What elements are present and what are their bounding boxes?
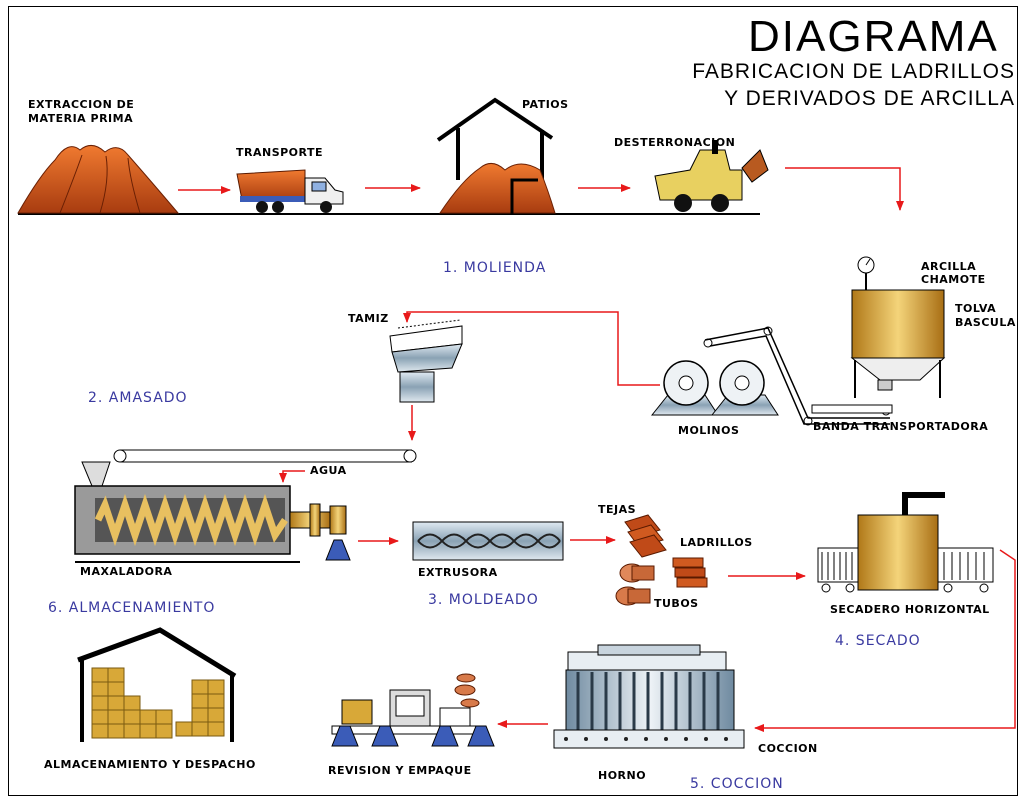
label-tamiz: TAMIZ	[348, 312, 389, 325]
label-tubos: TUBOS	[654, 597, 699, 610]
label-patios: PATIOS	[522, 98, 569, 111]
label-horno: HORNO	[598, 769, 647, 782]
label-banda-transportadora: BANDA TRANSPORTADORA	[813, 420, 989, 433]
diagram-subtitle-line1: FABRICACION DE LADRILLOS	[692, 60, 1015, 83]
revision-empaque-icon	[331, 673, 495, 747]
label-tolva: TOLVA	[955, 302, 997, 315]
stage-almacenamiento: 6. ALMACENAMIENTO	[48, 600, 216, 616]
label-extraccion-line1: EXTRACCION DE	[28, 98, 135, 111]
label-transporte: TRANSPORTE	[236, 146, 324, 159]
diagram-border	[8, 6, 1018, 796]
label-extrusora: EXTRUSORA	[418, 566, 498, 579]
patios-shed-icon	[436, 97, 556, 214]
front-loader-icon	[654, 140, 769, 212]
label-chamote: CHAMOTE	[921, 273, 986, 286]
stage-amasado: 2. AMASADO	[88, 390, 188, 406]
label-desterronacion: DESTERRONACION	[614, 136, 736, 149]
conveyor-belt-icon	[703, 326, 893, 426]
stage-coccion: 5. COCCION	[690, 776, 784, 792]
horno-icon	[553, 644, 745, 749]
label-molinos: MOLINOS	[678, 424, 740, 437]
tamiz-icon	[389, 319, 463, 403]
label-ladrillos: LADRILLOS	[680, 536, 753, 549]
label-extraccion-line2: MATERIA PRIMA	[28, 112, 134, 125]
label-secadero-horizontal: SECADERO HORIZONTAL	[830, 603, 990, 616]
ladrillos-icon	[672, 557, 708, 588]
extrusora-icon	[412, 521, 564, 561]
label-coccion: COCCION	[758, 742, 818, 755]
feed-belt-icon	[113, 449, 417, 463]
tolva-bascula-icon	[850, 256, 946, 398]
diagram-subtitle-line2: Y DERIVADOS DE ARCILLA	[724, 87, 1015, 110]
molinos-icon	[650, 360, 779, 416]
diagram-title: DIAGRAMA	[748, 12, 999, 61]
label-almacenamiento-despacho: ALMACENAMIENTO Y DESPACHO	[44, 758, 256, 771]
stage-molienda: 1. MOLIENDA	[443, 260, 547, 276]
clay-mounds-icon	[17, 145, 180, 214]
label-revision-empaque: REVISION Y EMPAQUE	[328, 764, 472, 777]
label-tejas: TEJAS	[598, 503, 637, 516]
label-agua: AGUA	[310, 464, 347, 477]
secadero-icon	[817, 492, 994, 593]
warehouse-icon	[77, 627, 237, 742]
label-maxaladora: MAXALADORA	[80, 565, 173, 578]
tubos-icon	[615, 563, 655, 606]
stage-secado: 4. SECADO	[835, 633, 921, 649]
maxaladora-icon	[74, 461, 351, 563]
dump-truck-icon	[236, 169, 344, 213]
label-arcilla: ARCILLA	[921, 260, 977, 273]
process-arrows	[178, 167, 1016, 732]
label-bascula: BASCULA	[955, 316, 1016, 329]
stage-moldeado: 3. MOLDEADO	[428, 592, 539, 608]
tejas-icon	[624, 514, 667, 558]
